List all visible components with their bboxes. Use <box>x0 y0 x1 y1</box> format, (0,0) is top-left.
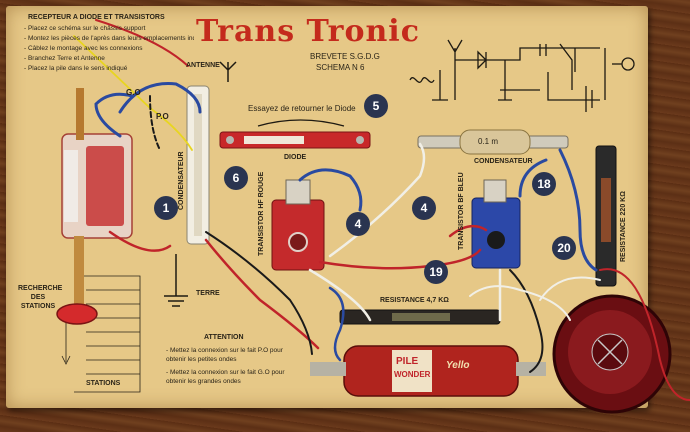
instruction-line: - Câblez le montage avec les connexions <box>24 45 143 52</box>
instructions-list: - Placez ce schéma sur le châssis suppor… <box>24 24 194 74</box>
badge-19: 19 <box>424 260 448 284</box>
board-title: Trans Tronic <box>196 14 420 49</box>
schema-label: SCHEMA N 6 <box>316 63 365 72</box>
transistor-hf-rouge[interactable] <box>271 179 325 271</box>
diode-arrow <box>257 119 345 127</box>
capacitor-value: 0.1 m <box>478 137 499 146</box>
tuning-capacitor[interactable] <box>61 88 133 306</box>
condensateur-right[interactable] <box>417 129 569 155</box>
instruction-line: - Placez ce schéma sur le châssis suppor… <box>24 25 146 32</box>
terre-label: TERRE <box>196 290 220 297</box>
battery[interactable] <box>310 345 546 397</box>
instruction-line: - Montez les pièces de l'après dans leur… <box>24 35 194 42</box>
go-label: G.O <box>126 88 141 97</box>
transistor-bleu-label: TRANSISTOR BF BLEU <box>458 172 465 250</box>
resistance-220k[interactable] <box>595 145 617 287</box>
recherche-label: RECHERCHE DES STATIONS <box>18 285 63 310</box>
ground-icon <box>164 254 188 307</box>
wires <box>73 19 690 401</box>
battery-text-1: PILE <box>396 356 419 367</box>
antenne-label: ANTENNE <box>186 62 220 69</box>
badge-5: 5 <box>364 94 388 118</box>
badge-4a: 4 <box>346 212 370 236</box>
instruction-line: - Placez la pile dans le sens indiqué <box>24 65 128 72</box>
diode-label: DIODE <box>284 154 307 161</box>
antenna-icon <box>219 61 237 82</box>
resistance-47-label: RESISTANCE 4,7 KΩ <box>380 297 449 304</box>
attention-list: - Mettez la connexion sur le fait P.O po… <box>166 346 302 390</box>
badge-1: 1 <box>154 196 178 220</box>
resistance-220-label: RESISTANCE 220 KΩ <box>620 191 627 262</box>
patent-label: BREVETE S.G.D.G <box>310 52 380 61</box>
diode[interactable] <box>219 131 371 149</box>
attention-title: ATTENTION <box>204 334 244 341</box>
battery-brand: Yello <box>446 360 470 371</box>
transistor-rouge-label: TRANSISTOR HF ROUGE <box>258 171 265 256</box>
po-label: P.O <box>156 112 169 121</box>
tuning-knob[interactable] <box>56 303 98 325</box>
stations-label: STATIONS <box>86 380 121 387</box>
diode-hint: Essayez de retourner le Diode <box>248 104 356 113</box>
badge-6: 6 <box>224 166 248 190</box>
condensateur-right-label: CONDENSATEUR <box>474 158 533 165</box>
battery-text-2: WONDER <box>394 370 431 379</box>
attention-line: - Mettez la connexion sur le fait G.O po… <box>166 369 285 385</box>
earphone[interactable] <box>552 294 672 414</box>
badge-18: 18 <box>532 172 556 196</box>
attention-line: - Mettez la connexion sur le fait P.O po… <box>166 347 283 363</box>
condensateur-left-label: CONDENSATEUR <box>178 151 185 210</box>
instruction-line: - Branchez Terre et Antenne <box>24 55 105 62</box>
condensateur-left[interactable] <box>186 85 210 245</box>
station-scale <box>61 275 141 393</box>
badge-4b: 4 <box>412 196 436 220</box>
badge-20: 20 <box>552 236 576 260</box>
schematic-diagram <box>409 39 635 112</box>
transistor-bf-bleu[interactable] <box>471 179 521 269</box>
board-subtitle: RECEPTEUR A DIODE ET TRANSISTORS <box>28 14 165 21</box>
